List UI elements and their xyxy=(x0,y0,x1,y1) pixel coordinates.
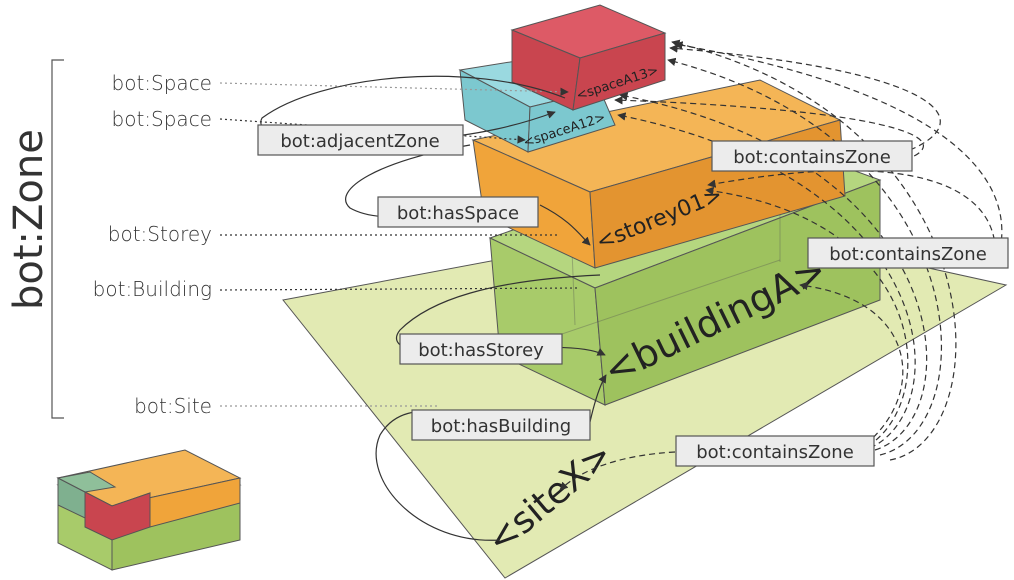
class-label-building: bot:Building xyxy=(93,277,212,301)
arc-has-building-up xyxy=(589,374,607,423)
arc-has-space-to-storey xyxy=(539,204,591,246)
relation-contains-zone-1: bot:containsZone xyxy=(711,140,913,172)
arc-contains-zone-5 xyxy=(705,186,909,447)
relation-contains-zone-3-text: bot:containsZone xyxy=(696,442,854,463)
relation-contains-zone-1-text: bot:containsZone xyxy=(733,147,891,168)
relation-has-space-text: bot:hasSpace xyxy=(397,203,519,224)
relation-has-storey: bot:hasStorey xyxy=(399,333,563,365)
relation-contains-zone-2-text: bot:containsZone xyxy=(829,244,987,265)
class-label-space-1: bot:Space xyxy=(112,71,212,95)
thumbnail-model xyxy=(56,449,242,571)
type-line-building xyxy=(219,287,581,291)
class-label-storey: bot:Storey xyxy=(108,222,212,246)
relation-contains-zone-2: bot:containsZone xyxy=(807,237,1009,269)
arc-contains-zone-6 xyxy=(799,281,904,445)
arc-contains-zone-9 xyxy=(674,41,1003,251)
class-label-space-2: bot:Space xyxy=(112,107,212,131)
zone-label: bot:Zone xyxy=(6,129,52,310)
relation-adjacent-zone-text: bot:adjacentZone xyxy=(280,131,439,152)
relation-adjacent-zone: bot:adjacentZone xyxy=(257,124,464,156)
type-line-space-2 xyxy=(219,118,526,144)
relation-contains-zone-3: bot:containsZone xyxy=(675,435,875,467)
type-line-space-1 xyxy=(219,82,569,97)
arc-contains-zone-1 xyxy=(671,39,957,461)
arc-contains-zone-7 xyxy=(669,44,941,151)
class-label-site: bot:Site xyxy=(134,394,212,418)
relation-has-building-text: bot:hasBuilding xyxy=(431,416,571,437)
relation-has-space: bot:hasSpace xyxy=(377,196,539,228)
zone-bracket xyxy=(51,59,64,419)
arc-contains-zone-2 xyxy=(667,57,942,456)
arc-contains-zone-site xyxy=(559,451,676,491)
arc-contains-zone-3 xyxy=(619,92,928,451)
relation-has-building: bot:hasBuilding xyxy=(411,409,591,441)
relation-has-storey-text: bot:hasStorey xyxy=(418,340,544,361)
